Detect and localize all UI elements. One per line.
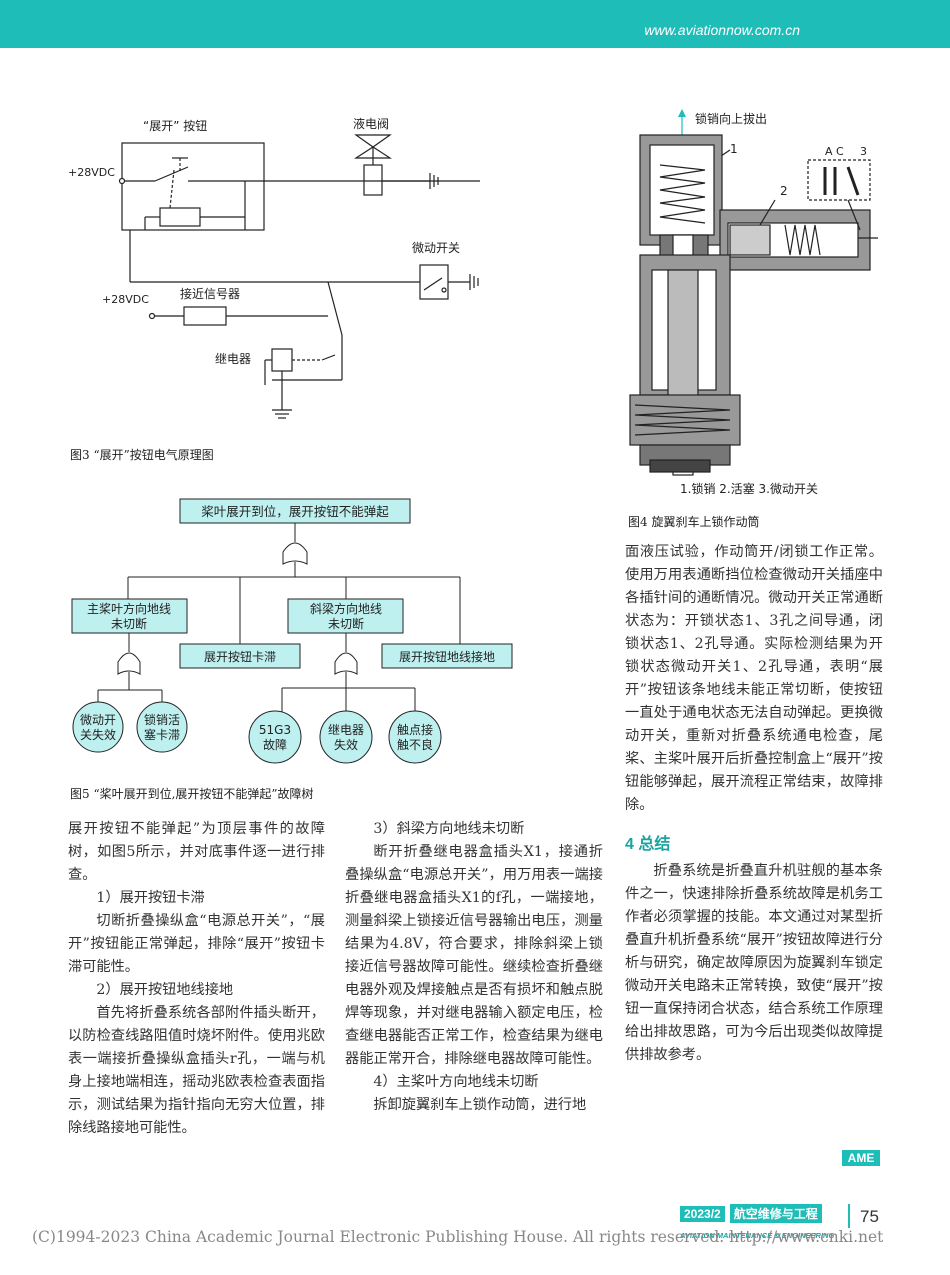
fig5-c1-l2: 关失效 bbox=[80, 727, 116, 742]
fig5-top: 桨叶展开到位，展开按钮不能弹起 bbox=[201, 504, 389, 519]
fig5-left-l2: 未切断 bbox=[111, 616, 147, 631]
col2-para-2: 拆卸旋翼刹车上锁作动筒，进行地 bbox=[373, 1097, 587, 1113]
fig5-stuck: 展开按钮卡滞 bbox=[204, 649, 276, 664]
fig4-caption: 图4 旋翼刹车上锁作动筒 bbox=[628, 515, 760, 529]
header-url[interactable]: www.aviationnow.com.cn bbox=[644, 22, 800, 38]
button-box bbox=[121, 142, 265, 231]
fig5-ground: 展开按钮地线接地 bbox=[399, 649, 495, 664]
fig4-ac: A C bbox=[825, 145, 844, 158]
journal-title: 航空维修与工程 bbox=[729, 1204, 822, 1223]
column-2: 3）斜梁方向地线未切断 断开折叠继电器盒插头X1，接通折叠操纵盒“电源总开关”，… bbox=[345, 818, 603, 1117]
fig4-pin-label: 锁销向上拔出 bbox=[695, 111, 767, 126]
fig4-legend: 1.锁销 2.活塞 3.微动开关 bbox=[680, 481, 818, 496]
fig3-supply1: +28VDC bbox=[68, 166, 115, 179]
page-separator bbox=[848, 1204, 850, 1228]
button-coil bbox=[159, 207, 201, 227]
col1-para-3: 首先将折叠系统各部附件插头断开，以防检查线路阻值时烧坏附件。使用兆欧表一端接折叠… bbox=[68, 1005, 325, 1136]
fig3-supply2: +28VDC bbox=[102, 293, 149, 306]
fig3-micro-label: 微动开关 bbox=[412, 241, 460, 255]
top-banner: www.aviationnow.com.cn bbox=[0, 0, 950, 48]
fig5-c5-l1: 触点接 bbox=[397, 722, 433, 737]
journal-english: AVIATION MAINTENANCE & ENGINEERING bbox=[680, 1231, 835, 1240]
fig5-c2-l2: 塞卡滞 bbox=[144, 727, 180, 742]
fig4-n3: 3 bbox=[860, 145, 867, 158]
fig3-relay-label: 继电器 bbox=[215, 352, 251, 366]
col2-heading-4: 4）主桨叶方向地线未切断 bbox=[373, 1074, 539, 1090]
ame-logo: AME bbox=[842, 1150, 880, 1166]
journal-issue: 2023/2 bbox=[680, 1206, 725, 1222]
col2-heading-3: 3）斜梁方向地线未切断 bbox=[373, 821, 525, 837]
col2-para-1: 断开折叠继电器盒插头X1，接通折叠操纵盒“电源总开关”，用万用表一端接折叠继电器… bbox=[345, 844, 603, 1067]
column-1: 展开按钮不能弹起”为顶层事件的故障树，如图5所示，并对底事件逐一进行排查。 1）… bbox=[68, 818, 325, 1140]
col1-para-1: 展开按钮不能弹起”为顶层事件的故障树，如图5所示，并对底事件逐一进行排查。 bbox=[68, 821, 325, 883]
fig5-fault-tree: 桨叶展开到位，展开按钮不能弹起 主桨叶方向地线 未切断 微动开 关失效 锁销活 … bbox=[71, 498, 513, 764]
fig5-mid-l1: 斜梁方向地线 bbox=[310, 601, 382, 616]
fig3-caption: 图3 “展开”按钮电气原理图 bbox=[70, 448, 214, 462]
col1-heading-2: 2）展开按钮地线接地 bbox=[96, 982, 234, 998]
fig5-c5-l2: 触不良 bbox=[397, 737, 433, 752]
fig5-c4-l1: 继电器 bbox=[328, 723, 364, 737]
fig3-button-label: “展开” 按钮 bbox=[143, 118, 207, 133]
fig5-c3-l2: 故障 bbox=[263, 737, 287, 752]
col1-para-2: 切断折叠操纵盒“电源总开关”，“展开”按钮能正常弹起，排除“展开”按钮卡滞可能性… bbox=[68, 913, 325, 975]
column-3: 面液压试验，作动筒开/闭锁工作正常。使用万用表通断挡位检查微动开关插座中各插针间… bbox=[625, 541, 883, 1067]
fig5-left-l1: 主桨叶方向地线 bbox=[87, 601, 171, 616]
journal-mark: 2023/2 航空维修与工程 AVIATION MAINTENANCE & EN… bbox=[680, 1203, 834, 1242]
fig5-c4-l2: 失效 bbox=[334, 737, 358, 752]
fig5-c1-l1: 微动开 bbox=[80, 713, 116, 727]
section-heading-summary: 4 总结 bbox=[625, 836, 671, 853]
col3-para-1: 面液压试验，作动筒开/闭锁工作正常。使用万用表通断挡位检查微动开关插座中各插针间… bbox=[625, 544, 883, 813]
fig5-caption: 图5 “桨叶展开到位,展开按钮不能弹起”故障树 bbox=[70, 787, 314, 801]
copyright-line: (C)1994-2023 China Academic Journal Elec… bbox=[32, 1228, 884, 1246]
fig3-schematic: “展开” 按钮 +28VDC 液电阀 微动开关 +28VDC 接近信号器 继电器 bbox=[68, 116, 480, 419]
fig3-proximity-label: 接近信号器 bbox=[180, 286, 240, 301]
fig5-c2-l1: 锁销活 bbox=[144, 712, 180, 727]
fig4-n1: 1 bbox=[730, 142, 738, 156]
col3-para-2: 折叠系统是折叠直升机驻舰的基本条件之一，快速排除折叠系统故障是机务工作者必须掌握… bbox=[625, 863, 883, 1063]
fig5-c3-l1: 51G3 bbox=[259, 723, 291, 737]
fig4-n2: 2 bbox=[780, 184, 788, 198]
page-number: 75 bbox=[860, 1207, 879, 1226]
fig3-valve-label: 液电阀 bbox=[353, 116, 389, 131]
fig4-actuator: 锁销向上拔出 1 2 A C 3 1.锁销 2.活塞 3.微动开关 bbox=[629, 109, 878, 496]
col1-heading-1: 1）展开按钮卡滞 bbox=[96, 890, 205, 906]
fig5-mid-l2: 未切断 bbox=[328, 616, 364, 631]
